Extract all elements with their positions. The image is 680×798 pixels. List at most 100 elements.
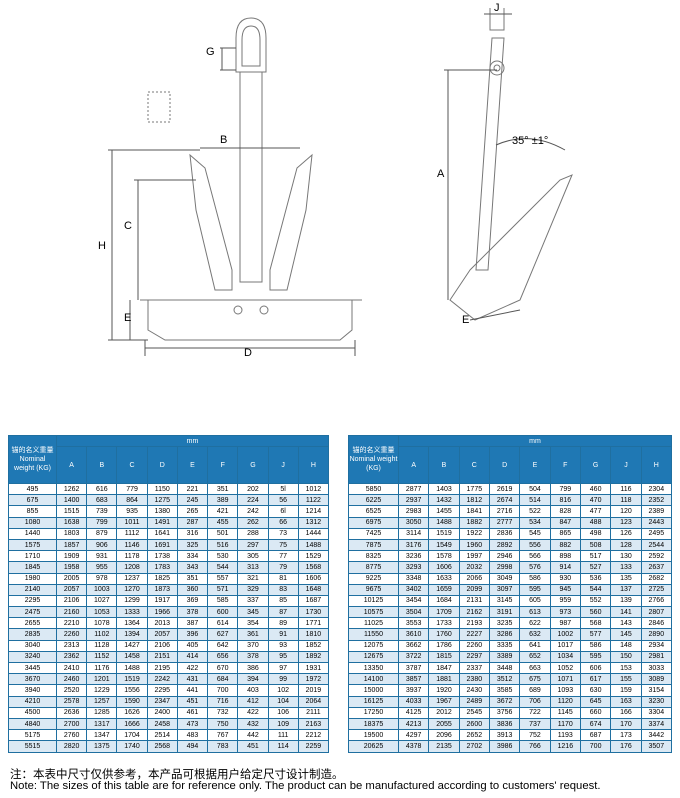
table-cell: 354 xyxy=(237,617,269,630)
table-cell: 739 xyxy=(86,505,118,518)
unit-header: mm xyxy=(56,435,329,447)
table-cell: 313 xyxy=(237,561,269,574)
table-cell: 2443 xyxy=(640,516,673,529)
table-cell: 265 xyxy=(176,505,209,518)
table-cell: 1704 xyxy=(116,729,148,742)
table-cell: 3304 xyxy=(640,706,673,719)
cell-nominal-weight: 9225 xyxy=(348,572,399,585)
table-cell: 544 xyxy=(207,561,239,574)
cell-nominal-weight: 8325 xyxy=(348,550,399,563)
table-cell: 3986 xyxy=(488,740,521,753)
table-cell: 4378 xyxy=(397,740,430,753)
cell-nominal-weight: 495 xyxy=(8,482,57,496)
table-cell: 879 xyxy=(86,527,118,540)
table-cell: 1641 xyxy=(146,527,178,540)
table-cell: 586 xyxy=(579,639,612,652)
table-cell: 386 xyxy=(237,661,269,675)
table-cell: 75 xyxy=(267,538,299,552)
table-cell: 2702 xyxy=(458,740,490,753)
table-cell: 1852 xyxy=(297,639,330,652)
side-shank xyxy=(475,37,505,271)
table-cell: 1730 xyxy=(297,606,330,619)
table-cell: 1882 xyxy=(458,516,490,529)
table-cell: 1549 xyxy=(428,538,460,552)
table-cell: 978 xyxy=(86,572,118,585)
table-cell: 2163 xyxy=(297,717,330,731)
table-cell: 2380 xyxy=(458,673,490,686)
table-cell: 2162 xyxy=(458,606,490,619)
table-cell: 2400 xyxy=(146,706,178,719)
col-header-a: A xyxy=(397,446,430,484)
table-cell: 351 xyxy=(207,482,239,496)
table-cell: 2389 xyxy=(640,505,673,518)
table-cell: 1380 xyxy=(146,505,178,518)
table-cell: 173 xyxy=(610,729,642,742)
table-cell: 470 xyxy=(579,494,612,507)
table-cell: 2313 xyxy=(55,639,88,652)
fluke-left xyxy=(189,153,233,291)
cell-nominal-weight: 6525 xyxy=(348,505,399,518)
side-shackle xyxy=(489,60,505,76)
table-cell: 1633 xyxy=(428,572,460,585)
cell-nominal-weight: 1440 xyxy=(8,527,57,540)
table-cell: 3050 xyxy=(397,516,430,529)
table-cell: 1733 xyxy=(428,617,460,630)
table-cell: 571 xyxy=(207,583,239,596)
table-cell: 87 xyxy=(267,606,299,619)
cell-nominal-weight: 5175 xyxy=(8,729,57,742)
cell-nominal-weight: 12675 xyxy=(348,650,399,664)
cell-nominal-weight: 1845 xyxy=(8,561,57,574)
table-cell: 1812 xyxy=(458,494,490,507)
table-cell: 2106 xyxy=(146,639,178,652)
table-cell: 1488 xyxy=(116,661,148,675)
table-cell: 1208 xyxy=(116,561,148,574)
cell-nominal-weight: 2475 xyxy=(8,606,57,619)
table-cell: 605 xyxy=(519,594,551,608)
table-cell: 403 xyxy=(237,684,269,697)
table-cell: 477 xyxy=(579,505,612,518)
table-cell: 461 xyxy=(176,706,209,719)
table-cell: 1825 xyxy=(146,572,178,585)
table-cell: 2111 xyxy=(297,706,330,719)
shank xyxy=(239,71,263,283)
table-cell: 145 xyxy=(610,628,642,641)
table-cell: 2106 xyxy=(55,594,88,608)
table-cell: 337 xyxy=(237,594,269,608)
table-cell: 387 xyxy=(176,617,209,630)
table-cell: 1810 xyxy=(297,628,330,641)
table-cell: 2946 xyxy=(488,550,521,563)
dim-label-j: J xyxy=(494,2,500,14)
cell-nominal-weight: 10125 xyxy=(348,594,399,608)
table-cell: 262 xyxy=(237,516,269,529)
table-cell: 321 xyxy=(237,572,269,585)
table-cell: 3937 xyxy=(397,684,430,697)
table-cell: 2777 xyxy=(488,516,521,529)
col-header-f: F xyxy=(207,446,239,484)
cell-nominal-weight: 5850 xyxy=(348,482,399,496)
col-header-g: G xyxy=(237,446,269,484)
table-cell: 2877 xyxy=(397,482,430,496)
table-cell: 120 xyxy=(610,505,642,518)
table-cell: 1515 xyxy=(55,505,88,518)
cell-nominal-weight: 4840 xyxy=(8,717,57,731)
table-cell: 245 xyxy=(176,494,209,507)
table-cell: 527 xyxy=(579,561,612,574)
table-cell: 3374 xyxy=(640,717,673,731)
table-cell: 1347 xyxy=(86,729,118,742)
table-cell: 1873 xyxy=(146,583,178,596)
table-cell: 816 xyxy=(549,494,581,507)
table-cell: 616 xyxy=(86,482,118,496)
table-cell: 83 xyxy=(267,583,299,596)
table-cell: 405 xyxy=(176,639,209,652)
table-cell: 2337 xyxy=(458,661,490,675)
table-cell: 1003 xyxy=(86,583,118,596)
col-header-d: D xyxy=(488,446,521,484)
table-cell: 1375 xyxy=(86,740,118,753)
table-cell: 779 xyxy=(116,482,148,496)
